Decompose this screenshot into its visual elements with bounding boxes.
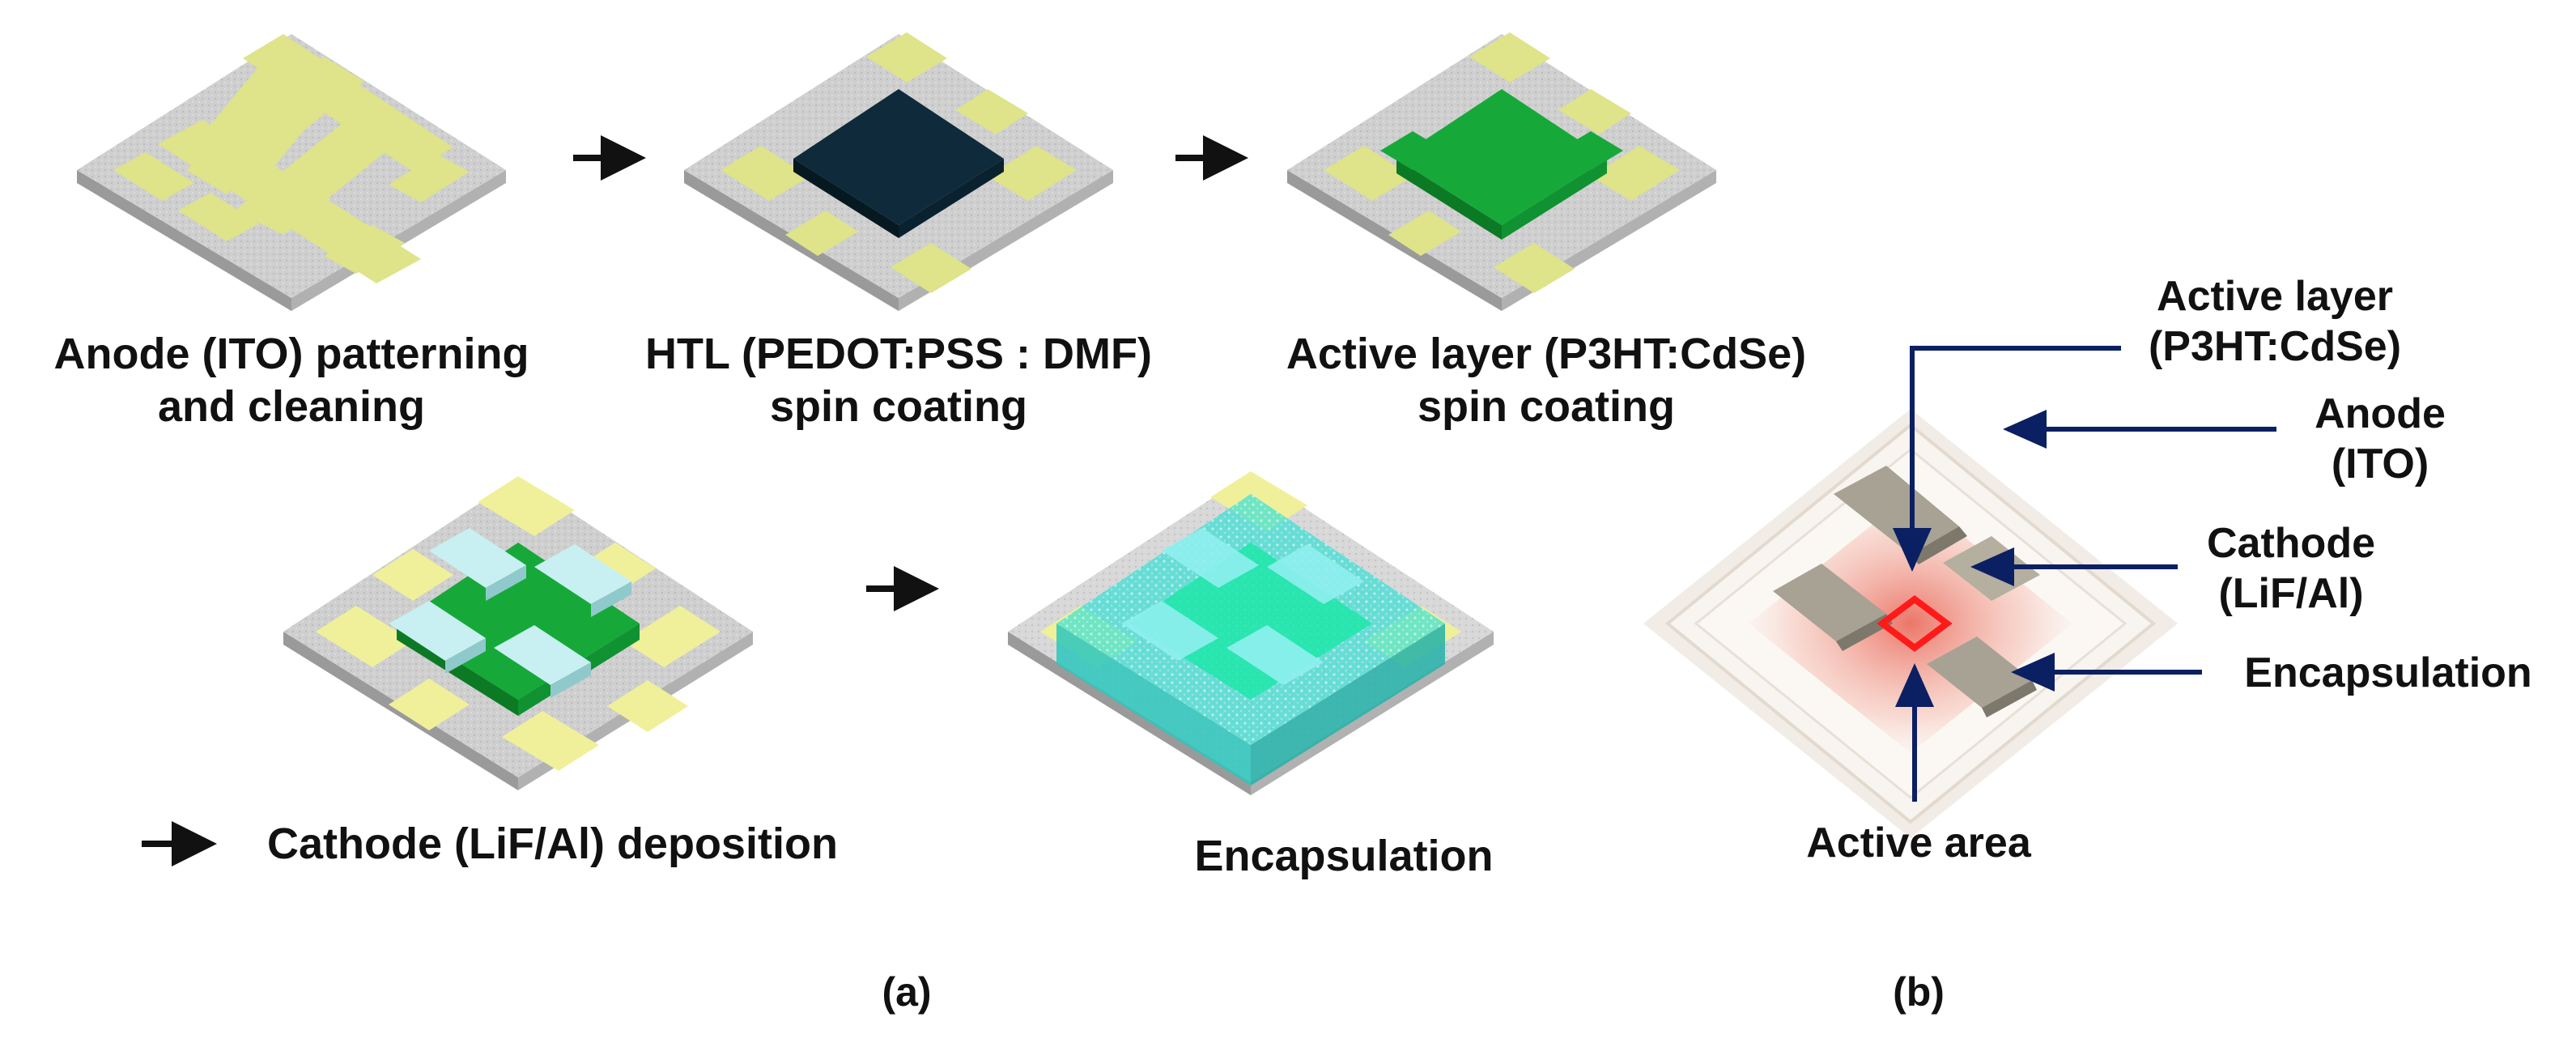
step-label-htl: HTL (PEDOT:PSS : DMF) spin coating (615, 328, 1182, 433)
htl-side (899, 159, 1004, 238)
label-line: Active area (1806, 820, 2031, 866)
label-active-area: Active area (1749, 818, 2089, 868)
active-layer (1396, 89, 1607, 225)
htl-layer (793, 89, 1004, 225)
panel-label-text: (b) (1893, 969, 1945, 1015)
step-label-line: spin coating (769, 381, 1027, 431)
label-line: Active layer (2157, 273, 2393, 320)
active-side (1396, 159, 1502, 240)
label-encapsulation: Encapsulation (2218, 648, 2558, 698)
label-line: Encapsulation (2244, 649, 2532, 696)
label-active-layer: Active layer (P3HT:CdSe) (2072, 271, 2477, 372)
step-label-cathode: Cathode (LiF/Al) deposition (267, 818, 931, 871)
panel-label-a: (a) (826, 968, 988, 1016)
active-area-marker (1877, 595, 1953, 652)
ito-pattern (113, 34, 470, 283)
process-arrows (142, 135, 1248, 866)
panel-label-b: (b) (1838, 968, 2000, 1016)
device-htl-coating (684, 32, 1113, 311)
label-line: (P3HT:CdSe) (2148, 323, 2402, 371)
label-line: (LiF/Al) (2218, 570, 2364, 618)
panel-label-text: (a) (882, 969, 932, 1015)
label-anode: Anode (ITO) (2251, 389, 2510, 490)
ito-pads (1324, 32, 1680, 293)
substrate-side (1251, 632, 1494, 795)
label-line: Anode (2315, 390, 2446, 437)
cathode-electrodes (1121, 528, 1364, 685)
device-cathode-deposition (283, 476, 753, 790)
substrate-side (1008, 632, 1251, 795)
label-line: Cathode (2207, 520, 2375, 567)
label-line: (ITO) (2331, 441, 2429, 488)
step-label-active: Active layer (P3HT:CdSe) spin coating (1239, 328, 1854, 433)
step-label-line: Encapsulation (1194, 832, 1494, 880)
step-label-line: and cleaning (157, 381, 426, 431)
substrate-side (77, 170, 291, 311)
substrate-side (684, 170, 899, 311)
step-label-line: Cathode (LiF/Al) deposition (267, 820, 838, 868)
step-label-line: spin coating (1417, 381, 1675, 431)
step-label-line: Anode (ITO) patterning (53, 330, 529, 378)
substrate-side (1287, 170, 1502, 311)
step-label-encapsulation: Encapsulation (1117, 830, 1571, 883)
device-active-coating (1287, 32, 1716, 311)
device-encapsulation (1008, 471, 1494, 795)
label-cathode: Cathode (LiF/Al) (2153, 518, 2429, 619)
ito-pads (316, 476, 721, 771)
cathode-electrodes (389, 528, 631, 698)
active-side (1502, 159, 1607, 240)
arrow-active-layer (1893, 346, 2121, 572)
device-photo (1643, 409, 2178, 838)
step-label-anode: Anode (ITO) patterning and cleaning (16, 328, 567, 433)
step-label-line: Active layer (P3HT:CdSe) (1286, 330, 1807, 378)
htl-side (793, 159, 899, 238)
encap-side (1056, 624, 1251, 785)
step-label-line: HTL (PEDOT:PSS : DMF) (645, 330, 1152, 378)
encap-side (1251, 624, 1445, 785)
ito-pads (721, 32, 1077, 293)
device-anode-patterning (77, 34, 506, 311)
callout-arrows (1893, 346, 2276, 802)
